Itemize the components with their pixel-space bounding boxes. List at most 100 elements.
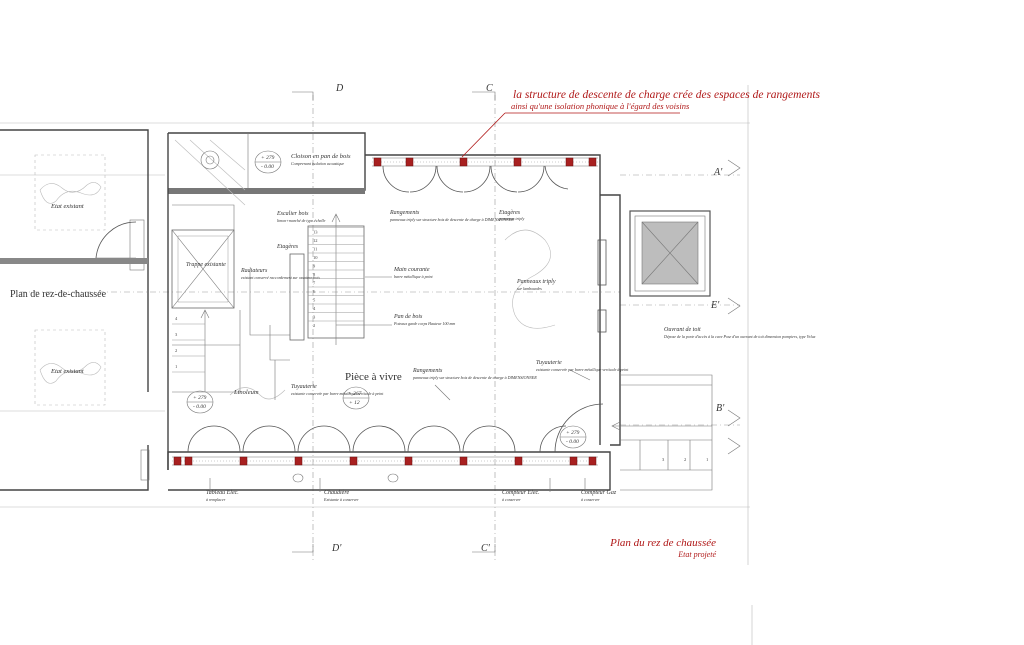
section-lines [20,95,740,560]
label-rangements-1-title: Rangements [389,210,420,216]
label-tableau-sub: à remplacer [206,497,226,502]
label-panneaux-triply-sub: sur lambourdes [517,286,542,291]
project-walls [167,132,621,491]
equipment-labels: Tableau Elec. à remplacer Chaudière Exis… [206,490,617,502]
label-ouvrant-sub: Dépose de la porte d'accès à la cave Pos… [663,334,816,340]
stair-step-number: 5 [313,298,316,303]
label-escalier-sub: limon+marché de type échelle [277,218,326,223]
section-b-prime: B' [716,403,725,414]
right-step-number: 2 [684,457,686,462]
left-step-number: 2 [175,348,177,353]
label-main-courante-sub: barre métallique à peint [394,274,434,279]
leader-lines [209,112,680,492]
label-panneaux-triply-title: Panneaux triply [516,279,556,285]
label-ouvrant-title: Ouvrant de toit [664,327,701,333]
cabinet-door-right [433,425,461,453]
section-d-top: D [335,83,344,94]
section-mark-labels: D C D' C' A' E' B' [331,83,725,554]
label-linoleum: Linoleum [233,389,259,396]
stair-step-number: 4 [313,306,316,311]
cabinet-door-right [488,425,516,453]
stair-step-number: 9 [313,264,316,269]
label-piece-a-vivre: Pièce à vivre [345,371,402,383]
top-storage-band [372,157,598,193]
level-2-top: + 279 [193,395,207,401]
level-3-top: + 267 [348,391,362,397]
level-markers [186,150,587,449]
cabinet-door-left [352,425,380,453]
cabinet-door-left [407,425,435,453]
label-tuyauterie-1-sub: existante conservée par barre métallique… [291,391,384,396]
level-values: + 279 - 0.00 + 279 - 0.00 + 267 + 12 + 2… [193,155,580,445]
label-trappe: Trappe existante [186,262,226,268]
annotation-callout: la structure de descente de charge crée … [511,89,821,111]
stair-step-number: 3 [313,315,316,320]
plan-title: Plan du rez de chaussée [609,537,716,549]
left-step-number: 4 [175,316,178,321]
section-c-bottom: C' [481,543,491,554]
level-4-bottom: - 0.00 [566,439,579,445]
level-1-top: + 279 [261,155,275,161]
room-labels: Etat existant Etat existant Plan de rez-… [10,203,402,396]
right-stair-step-numbers: 3 2 1 [662,457,708,462]
label-etageres-1: Etagères [276,244,299,250]
label-etat-existant-2: Etat existant [50,368,84,375]
label-tuyauterie-2-title: Tuyauterie [536,360,562,366]
title-block: Plan du rez de chaussée Etat projeté [609,537,716,559]
label-compteur-gaz-title: Compteur Gaz [581,490,617,496]
label-radiateurs-sub: existant conservé raccordement sur ossat… [241,275,320,280]
label-plan-rdc: Plan de rez-de-chaussée [10,289,107,300]
stair-step-number: 13 [313,230,318,235]
level-3-bottom: + 12 [349,400,360,406]
label-radiateurs-title: Radiateurs [240,268,268,274]
stair-step-number: 2 [313,323,315,328]
cabinet-door-right [378,425,406,453]
section-c-top: C [486,83,493,94]
label-rangements-1-sub: panneaux triply sur structure bois de de… [389,217,514,222]
label-compteur-elec-title: Compteur Elec. [502,490,540,496]
label-escalier-title: Escalier bois [276,211,309,217]
stair-step-number: 6 [313,289,316,294]
label-pan-de-bois-sub: Poteaux garde corps Hauteur 100 mm [393,321,455,326]
cabinet-door-left [187,425,215,453]
right-step-number: 3 [662,457,665,462]
section-e-prime: E' [710,300,720,311]
section-a-prime: A' [713,167,723,178]
cabinet-door-right [213,425,241,453]
stair-step-number: 10 [313,255,318,260]
floor-hatch-curls [229,229,556,400]
level-1-bottom: - 0.00 [261,164,274,170]
label-etageres-2-title: Etagères [498,210,521,216]
left-step-number: 1 [175,364,177,369]
label-rangements-2-title: Rangements [412,368,443,374]
cabinet-door-left [297,425,325,453]
annotation-line-2: ainsi qu'une isolation phonique à l'égar… [511,101,690,111]
frame-lines [0,85,753,645]
annotation-line-1: la structure de descente de charge crée … [513,89,821,101]
label-etat-existant-1: Etat existant [50,203,84,210]
label-tuyauterie-1-title: Tuyauterie [291,384,317,390]
stair-area [171,133,365,393]
label-compteur-gaz-sub: à conserver [581,497,600,502]
label-compteur-elec-sub: à conserver [502,497,521,502]
stair-step-number: 7 [313,281,316,286]
stair-step-number: 12 [313,238,318,243]
label-cloison-title: Cloison en pan de bois [291,153,351,160]
level-2-bottom: - 0.00 [193,404,206,410]
label-main-courante-title: Main courante [393,267,430,273]
plan-subtitle: Etat projeté [677,550,716,559]
label-chaudiere-title: Chaudière [324,490,349,496]
right-step-number: 1 [706,457,708,462]
component-labels: Trappe existante Cloison en pan de bois … [186,153,816,396]
cabinet-door-right [323,425,351,453]
label-cloison-sub: Comprenant isolation acoustique [291,161,344,166]
bottom-storage-band [172,403,604,483]
label-etageres-2-sub: panneaux triply [498,216,524,221]
roof-opening-well [611,210,713,491]
section-markers [292,91,741,553]
level-4-top: + 279 [566,430,580,436]
label-rangements-2-sub: panneaux triply sur structure bois de de… [412,375,537,380]
